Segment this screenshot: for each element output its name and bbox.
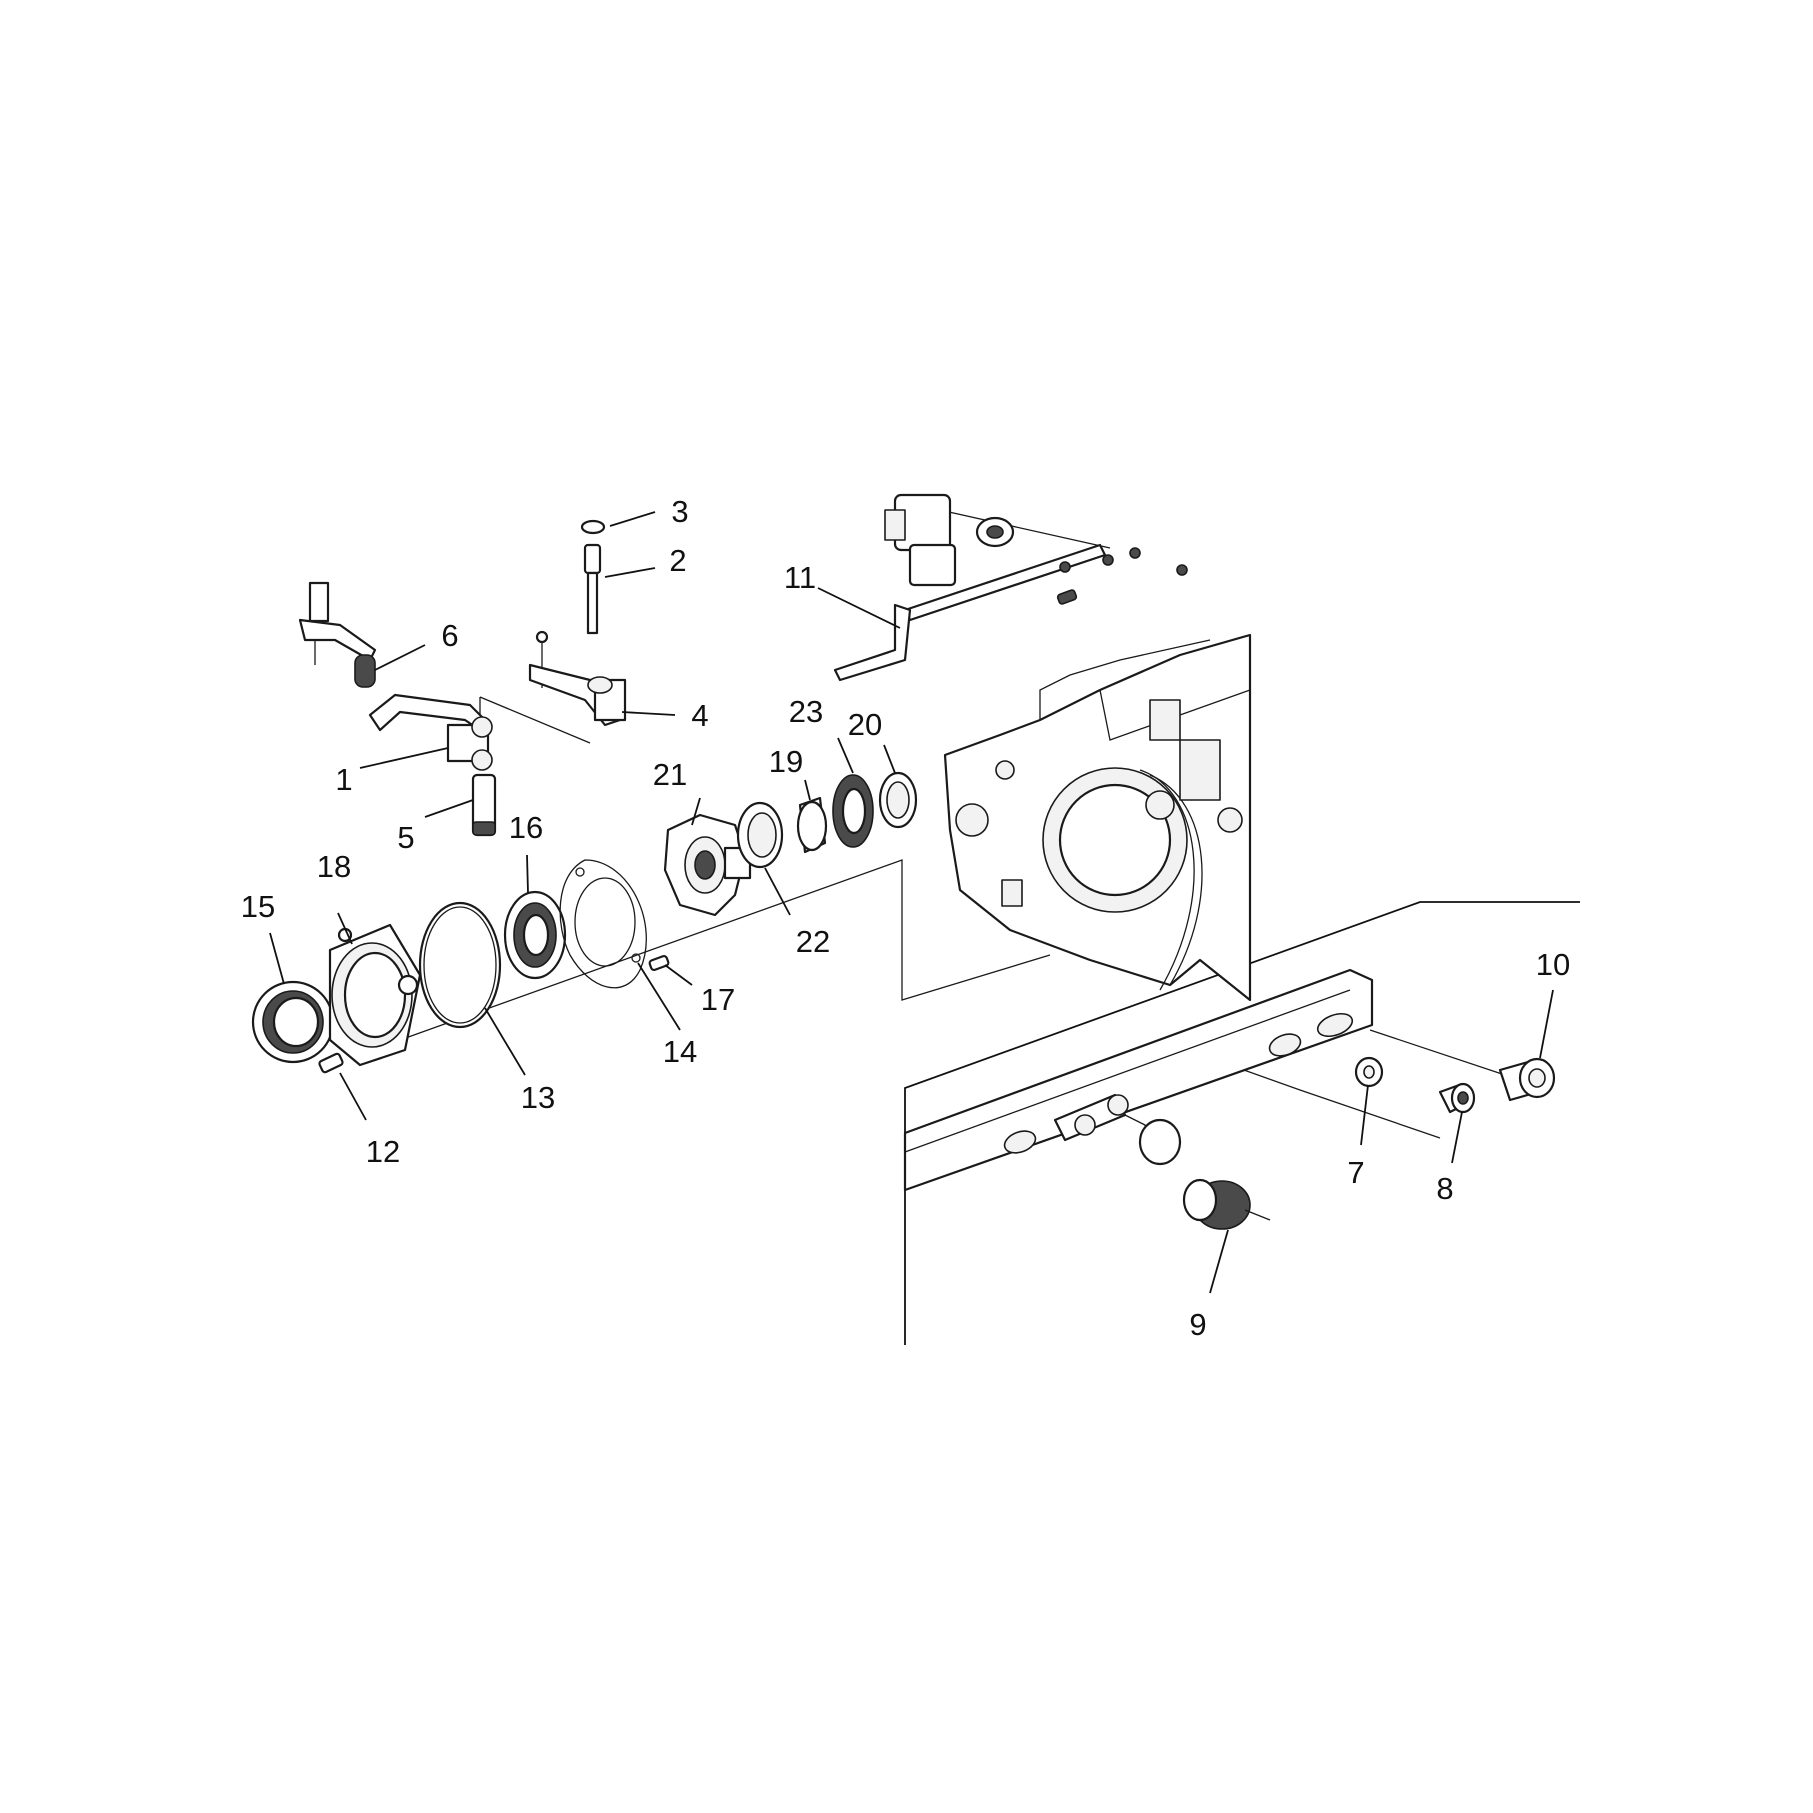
part-15-oil-seal <box>251 980 335 1064</box>
part-4-selector-arm <box>528 630 627 727</box>
part-7-washer <box>1354 1056 1384 1088</box>
part-16-bearing <box>503 890 567 980</box>
part-22-bushing <box>736 801 784 869</box>
callout-8: 8 <box>1436 1171 1453 1206</box>
callout-3: 3 <box>671 494 688 529</box>
callout-14: 14 <box>663 1034 697 1069</box>
leader-lines <box>269 511 1554 1294</box>
callout-19: 19 <box>769 744 803 779</box>
callout-2: 2 <box>669 543 686 578</box>
callout-22: 22 <box>796 924 830 959</box>
part-11-actuator-bracket <box>833 493 1188 682</box>
part-3-washer <box>580 519 606 535</box>
callout-12: 12 <box>366 1134 400 1169</box>
callout-4: 4 <box>691 698 708 733</box>
part-21-bearing-housing <box>663 813 752 917</box>
part-12-screw <box>318 1052 344 1074</box>
callout-13: 13 <box>521 1080 555 1115</box>
callout-6: 6 <box>441 618 458 653</box>
callout-15: 15 <box>241 889 275 924</box>
part-1-shift-lever <box>368 693 493 771</box>
gearbox-housing <box>943 633 1252 1002</box>
part-8-bolt <box>1438 1082 1476 1114</box>
part-14-gasket <box>559 859 647 989</box>
callout-7: 7 <box>1347 1155 1364 1190</box>
part-23-friction-disc <box>832 774 874 848</box>
callout-10: 10 <box>1536 947 1570 982</box>
part-9-spring <box>1182 1178 1271 1230</box>
callout-21: 21 <box>653 757 687 792</box>
callout-9: 9 <box>1189 1307 1206 1342</box>
callout-1: 1 <box>335 762 352 797</box>
callout-5: 5 <box>397 820 414 855</box>
part-20-shim-washer <box>878 771 918 829</box>
detail-rail <box>903 968 1374 1192</box>
part-6-spring-lever <box>298 581 377 688</box>
part-2-bolt <box>583 543 602 635</box>
part-5-pin <box>471 773 497 837</box>
callout-11: 11 <box>784 560 816 595</box>
callout-17: 17 <box>701 982 735 1017</box>
part-18-bearing-cover <box>328 923 422 1067</box>
callout-16: 16 <box>509 810 543 845</box>
callout-labels: 3 2 6 11 4 23 20 19 21 1 5 16 18 15 22 1… <box>241 494 1570 1342</box>
callout-18: 18 <box>317 849 351 884</box>
part-19-sleeve <box>796 796 828 854</box>
detail-frame <box>904 901 1580 1345</box>
part-13-o-ring <box>418 901 502 1029</box>
callout-20: 20 <box>848 707 882 742</box>
part-10-screw <box>1498 1057 1556 1102</box>
callout-23: 23 <box>789 694 823 729</box>
part-17-dowel <box>648 954 670 972</box>
